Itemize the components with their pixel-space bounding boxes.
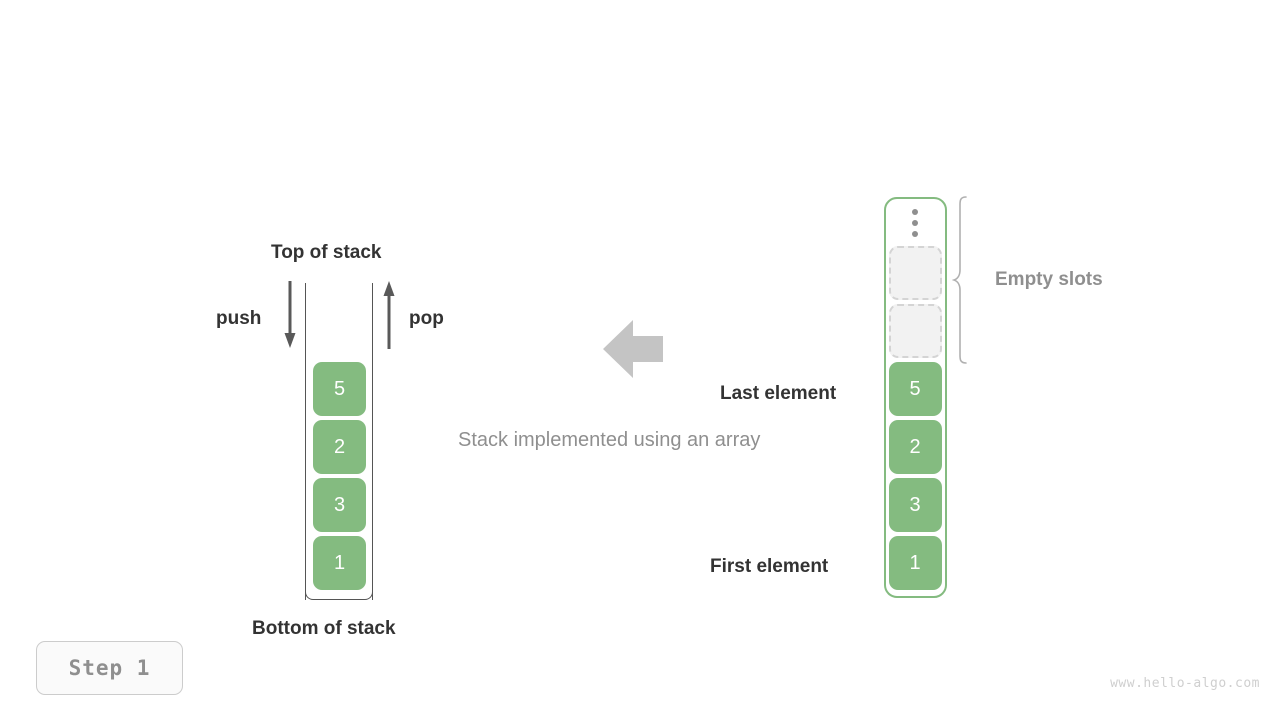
array-element: 1 xyxy=(888,536,942,590)
last-element-label: Last element xyxy=(720,383,837,404)
stack-element: 1 xyxy=(313,536,366,590)
left-stack-container: 5 2 3 1 xyxy=(305,283,373,600)
top-of-stack-label: Top of stack xyxy=(271,242,382,263)
array-element: 5 xyxy=(888,362,942,416)
push-arrow-down-icon xyxy=(283,281,297,349)
pop-arrow-up-icon xyxy=(382,281,396,349)
stack-wall-right xyxy=(371,283,373,600)
array-element: 3 xyxy=(888,478,942,532)
arrow-left-icon xyxy=(603,320,663,383)
array-stack-contents: 5 2 3 1 xyxy=(888,199,942,590)
first-element-label: First element xyxy=(710,556,829,577)
left-stack-elements: 5 2 3 1 xyxy=(313,362,366,590)
stack-floor xyxy=(305,586,373,600)
curly-brace-icon xyxy=(951,195,972,370)
stack-element: 5 xyxy=(313,362,366,416)
stack-element: 3 xyxy=(313,478,366,532)
empty-slot xyxy=(888,246,942,300)
step-badge: Step 1 xyxy=(36,641,183,695)
stack-element: 2 xyxy=(313,420,366,474)
stack-wall-left xyxy=(305,283,306,600)
watermark: www.hello-algo.com xyxy=(1110,676,1260,691)
empty-slot xyxy=(888,304,942,358)
diagram-caption: Stack implemented using an array xyxy=(458,429,761,451)
pop-label: pop xyxy=(409,308,444,329)
bottom-of-stack-label: Bottom of stack xyxy=(252,618,396,639)
push-label: push xyxy=(216,308,262,329)
vertical-ellipsis-icon xyxy=(889,199,942,246)
array-stack-container: 5 2 3 1 xyxy=(884,197,947,598)
array-element: 2 xyxy=(888,420,942,474)
empty-slots-label: Empty slots xyxy=(995,269,1103,290)
